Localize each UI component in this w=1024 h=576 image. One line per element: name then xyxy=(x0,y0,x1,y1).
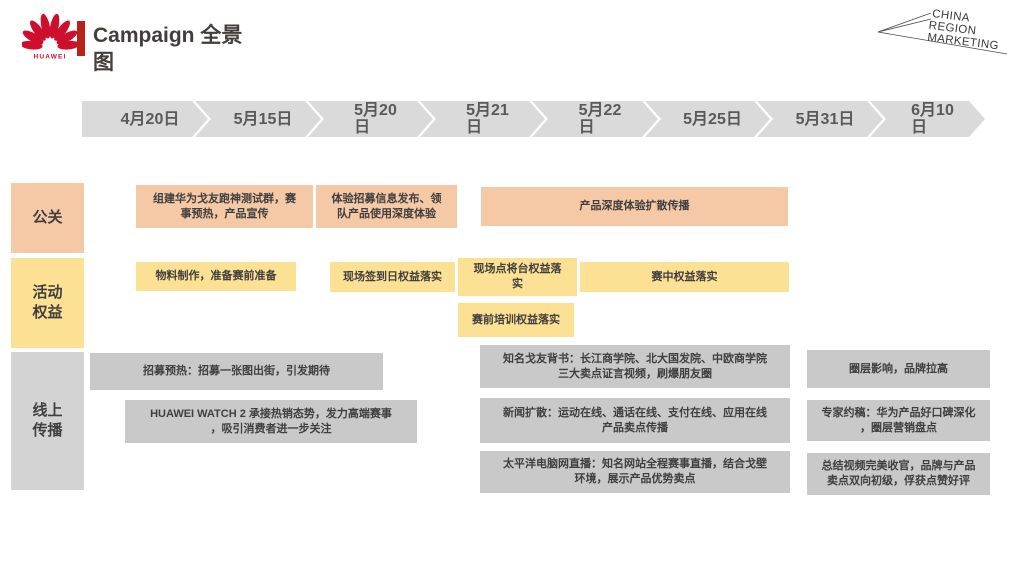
huawei-logo-icon: HUAWEI xyxy=(22,13,78,60)
timeline-chevron-may25: 5月25日 xyxy=(645,101,770,137)
timeline-chevron-may22: 5月22 日 xyxy=(532,101,658,137)
online-box-news-spread: 新闻扩散：运动在线、通话在线、支付在线、应用在线 产品卖点传播 xyxy=(480,398,790,443)
online-box-livestream: 太平洋电脑网直播：知名网站全程赛事直播，结合戈壁 环境，展示产品优势卖点 xyxy=(480,451,790,493)
pr-box-test-group: 组建华为戈友跑神测试群，赛 事预热，产品宣传 xyxy=(136,185,313,228)
online-box-summary-video: 总结视频完美收官，品牌与产品 卖点双向初级，俘获点赞好评 xyxy=(807,453,990,495)
rights-box-checkin: 现场签到日权益落实 xyxy=(330,262,455,292)
title-divider xyxy=(77,21,85,56)
china-region-marketing-logo: CHINA REGION MARKETING xyxy=(877,8,1008,55)
timeline-chevron-may20: 5月20 日 xyxy=(308,101,433,137)
online-box-watch2: HUAWEI WATCH 2 承接热销态势，发力高端赛事 ，吸引消费者进一步关注 xyxy=(125,400,417,443)
timeline-chevron-may31: 5月31日 xyxy=(757,101,883,137)
timeline-chevron-apr20: 4月20日 xyxy=(82,101,208,137)
rights-box-materials: 物料制作，准备赛前准备 xyxy=(136,262,296,291)
pr-box-experience-spread: 产品深度体验扩散传播 xyxy=(481,187,788,226)
huawei-wordmark: HUAWEI xyxy=(33,53,66,60)
corner-logo-lines-icon xyxy=(877,12,1008,55)
timeline-chevron-may15: 5月15日 xyxy=(195,101,321,137)
timeline-chevron-jun10: 6月10 日 xyxy=(870,101,985,137)
online-box-expert-articles: 专家约稿：华为产品好口碑深化 ，圈层营销盘点 xyxy=(807,400,990,441)
corner-logo-line1: CHINA xyxy=(932,8,971,25)
pr-box-recruit-info: 体验招募信息发布、领 队产品使用深度体验 xyxy=(316,185,457,228)
corner-logo-line2: REGION xyxy=(928,20,977,38)
row-label-pr: 公关 xyxy=(11,183,84,253)
rights-box-training: 赛前培训权益落实 xyxy=(458,303,574,337)
online-box-recruit-poster: 招募预热：招募一张图出街，引发期待 xyxy=(90,353,383,390)
row-label-rights: 活动 权益 xyxy=(11,258,84,348)
rights-box-stage: 现场点将台权益落 实 xyxy=(458,258,577,296)
rights-box-in-race: 赛中权益落实 xyxy=(580,262,789,292)
online-box-endorsement: 知名戈友背书：长江商学院、北大国发院、中欧商学院 三大卖点证言视频，刷爆朋友圈 xyxy=(480,345,790,388)
timeline-chevron-may21: 5月21 日 xyxy=(420,101,545,137)
row-label-online: 线上 传播 xyxy=(11,352,84,490)
page-title: Campaign 全景 图 xyxy=(93,24,243,74)
online-box-circle-influence: 圈层影响，品牌拉高 xyxy=(807,350,990,388)
